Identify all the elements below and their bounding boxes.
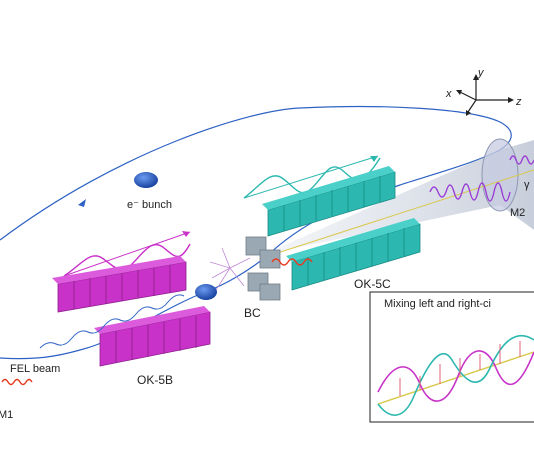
axis-z-label: z xyxy=(515,96,522,108)
inset-vectors xyxy=(399,341,521,396)
inset-helix-teal xyxy=(377,334,534,416)
axis-x-label: x xyxy=(445,88,452,100)
inset-title: Mixing left and right-ci xyxy=(384,298,491,310)
ok5b-label: OK-5B xyxy=(137,373,173,387)
inset-panel: Mixing left and right-ci xyxy=(369,291,534,423)
electron-bunch-top xyxy=(134,172,158,188)
gamma-label: γ xyxy=(524,179,530,191)
gamma-wave xyxy=(429,182,511,202)
electron-bunch-bottom xyxy=(195,284,217,300)
gamma-wave-2 xyxy=(509,155,534,165)
fel-wave-m1 xyxy=(1,378,33,386)
ok5b-segments xyxy=(73,265,197,363)
teal-helix-arrow xyxy=(370,156,378,162)
m1-label: M1 xyxy=(0,409,13,421)
axis-y-label: y xyxy=(477,67,485,79)
inset-axis xyxy=(377,351,534,405)
coordinate-axes xyxy=(456,74,514,116)
magenta-helix-axis xyxy=(63,231,191,277)
fel-beam-cone xyxy=(262,140,534,255)
fel-wave-red xyxy=(271,258,313,266)
inset-helix-magenta xyxy=(377,350,534,402)
teal-helix-axis xyxy=(243,155,379,199)
e-bunch-label: e⁻ bunch xyxy=(127,199,172,211)
orbit-arrow xyxy=(78,199,86,207)
electron-wiggle xyxy=(39,294,185,349)
bc-label: BC xyxy=(244,306,261,320)
magenta-helix xyxy=(63,243,191,277)
bunch-compressor xyxy=(245,236,281,301)
undulator-ok5c xyxy=(262,166,421,291)
fel-beam-label: FEL beam xyxy=(10,363,60,375)
m2-label: M2 xyxy=(510,207,525,219)
scatter-burst xyxy=(209,247,251,291)
mirror-m2 xyxy=(481,138,519,212)
ok5c-segments xyxy=(283,176,405,285)
undulator-ok5b xyxy=(52,256,211,367)
ok5c-label: OK-5C xyxy=(354,277,391,291)
optical-axis xyxy=(261,169,534,259)
magenta-helix-arrow xyxy=(182,231,190,237)
